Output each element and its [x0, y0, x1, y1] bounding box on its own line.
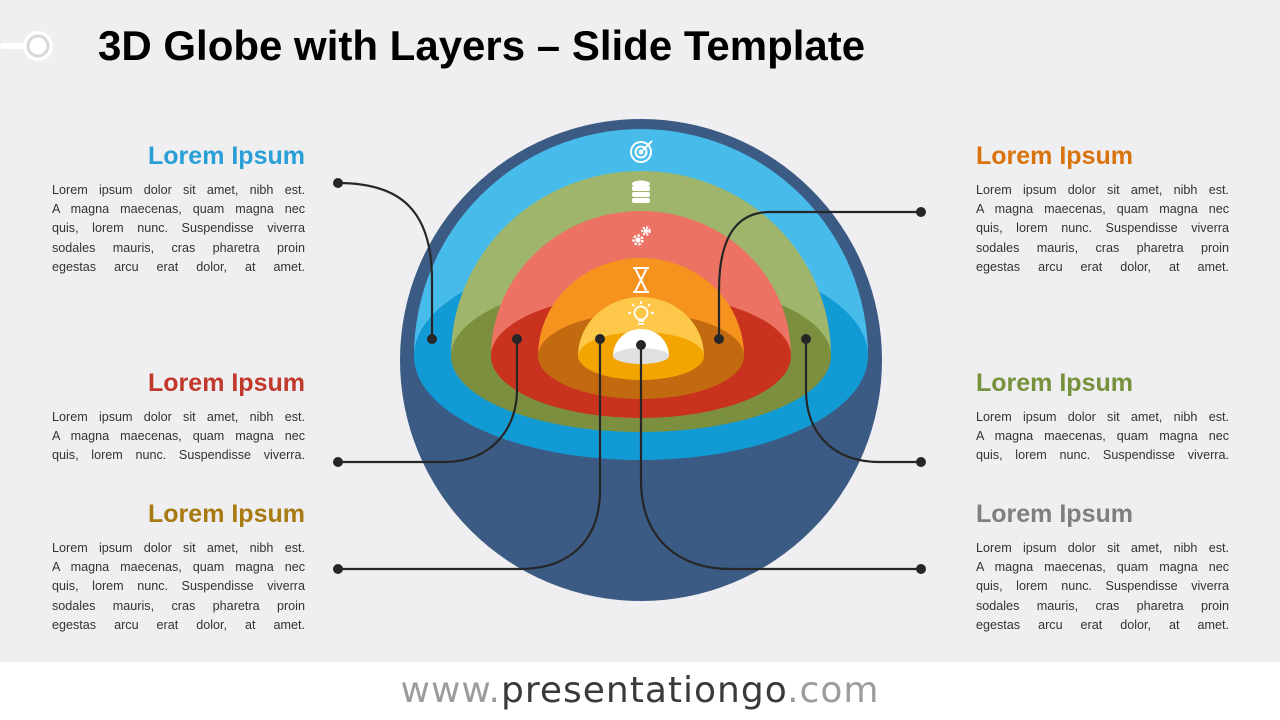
body-line: A magna maecenas, quam magna nec [976, 202, 1229, 217]
body-line: Lorem ipsum dolor sit amet, nibh est. [976, 183, 1229, 197]
connector-red [338, 339, 519, 464]
text-block-gray: Lorem Ipsum Lorem ipsum dolor sit amet, … [976, 499, 1229, 635]
body-line: egestas arcu erat dolor, at amet. [976, 259, 1229, 274]
connector-dot [714, 334, 724, 344]
body-line: egestas arcu erat dolor, at amet. [52, 259, 305, 274]
block-heading: Lorem Ipsum [148, 142, 305, 170]
body-line: quis, lorem nunc. Suspendisse viverra [52, 221, 305, 236]
block-heading: Lorem Ipsum [976, 369, 1133, 397]
block-heading: Lorem Ipsum [976, 142, 1133, 170]
key-icon [0, 31, 53, 61]
block-body: Lorem ipsum dolor sit amet, nibh est. A … [52, 408, 305, 466]
page-title: 3D Globe with Layers – Slide Template [98, 22, 866, 69]
body-line: quis, lorem nunc. Suspendisse viverra [52, 579, 305, 594]
footer: www.presentationgo.com [0, 662, 1280, 720]
body-line: Lorem ipsum dolor sit amet, nibh est. [52, 183, 305, 197]
body-line: A magna maecenas, quam magna nec [976, 429, 1229, 444]
block-body: Lorem ipsum dolor sit amet, nibh est. A … [52, 539, 305, 635]
connector-dot [512, 334, 522, 344]
block-heading: Lorem Ipsum [148, 369, 305, 397]
body-line: A magna maecenas, quam magna nec [52, 202, 305, 217]
block-body: Lorem ipsum dolor sit amet, nibh est. A … [976, 181, 1229, 277]
connector-dot [916, 207, 926, 217]
connector-blue [337, 181, 434, 339]
body-line: Lorem ipsum dolor sit amet, nibh est. [976, 541, 1229, 555]
text-block-red: Lorem Ipsum Lorem ipsum dolor sit amet, … [52, 368, 305, 466]
body-line: A magna maecenas, quam magna nec [976, 560, 1229, 575]
url-main: presentationgo [501, 670, 788, 711]
block-heading: Lorem Ipsum [148, 500, 305, 528]
block-body: Lorem ipsum dolor sit amet, nibh est. A … [976, 539, 1229, 635]
body-line: quis, lorem nunc. Suspendisse viverra. [976, 448, 1229, 463]
body-line: egestas arcu erat dolor, at amet. [52, 617, 305, 632]
body-line: A magna maecenas, quam magna nec [52, 560, 305, 575]
connector-dot [333, 564, 343, 574]
body-line: Lorem ipsum dolor sit amet, nibh est. [976, 410, 1229, 424]
connector-dot [333, 178, 343, 188]
body-line: Lorem ipsum dolor sit amet, nibh est. [52, 541, 305, 555]
body-line: egestas arcu erat dolor, at amet. [976, 617, 1229, 632]
body-line: sodales mauris, cras pharetra proin [52, 240, 305, 255]
connector-dot [916, 457, 926, 467]
body-line: sodales mauris, cras pharetra proin [52, 598, 305, 613]
connector-orange [717, 210, 921, 339]
block-body: Lorem ipsum dolor sit amet, nibh est. A … [52, 181, 305, 277]
connector-green [804, 339, 921, 464]
url-prefix: www. [400, 670, 501, 711]
connector-dot [595, 334, 605, 344]
text-block-green: Lorem Ipsum Lorem ipsum dolor sit amet, … [976, 368, 1229, 466]
lightbulb-icon [628, 301, 654, 325]
connector-dot [427, 334, 437, 344]
text-block-blue: Lorem Ipsum Lorem ipsum dolor sit amet, … [52, 141, 305, 277]
connector-dot [801, 334, 811, 344]
body-line: quis, lorem nunc. Suspendisse viverra. [52, 448, 305, 463]
block-heading: Lorem Ipsum [976, 500, 1133, 528]
body-line: quis, lorem nunc. Suspendisse viverra [976, 221, 1229, 236]
body-line: Lorem ipsum dolor sit amet, nibh est. [52, 410, 305, 424]
body-line: sodales mauris, cras pharetra proin [976, 240, 1229, 255]
connector-yellow [338, 339, 602, 571]
body-line: quis, lorem nunc. Suspendisse viverra [976, 579, 1229, 594]
footer-url[interactable]: www.presentationgo.com [0, 670, 1280, 711]
body-line: A magna maecenas, quam magna nec [52, 429, 305, 444]
text-block-yellow: Lorem Ipsum Lorem ipsum dolor sit amet, … [52, 499, 305, 635]
gears-icon [632, 226, 651, 246]
connector-core [639, 345, 921, 571]
url-suffix: .com [787, 670, 880, 711]
connector-dot [916, 564, 926, 574]
block-body: Lorem ipsum dolor sit amet, nibh est. A … [976, 408, 1229, 466]
text-block-orange: Lorem Ipsum Lorem ipsum dolor sit amet, … [976, 141, 1229, 277]
connector-dot [636, 340, 646, 350]
hourglass-icon [633, 267, 649, 293]
body-line: sodales mauris, cras pharetra proin [976, 598, 1229, 613]
connector-dot [333, 457, 343, 467]
target-icon [630, 140, 653, 163]
database-icon [632, 180, 650, 203]
